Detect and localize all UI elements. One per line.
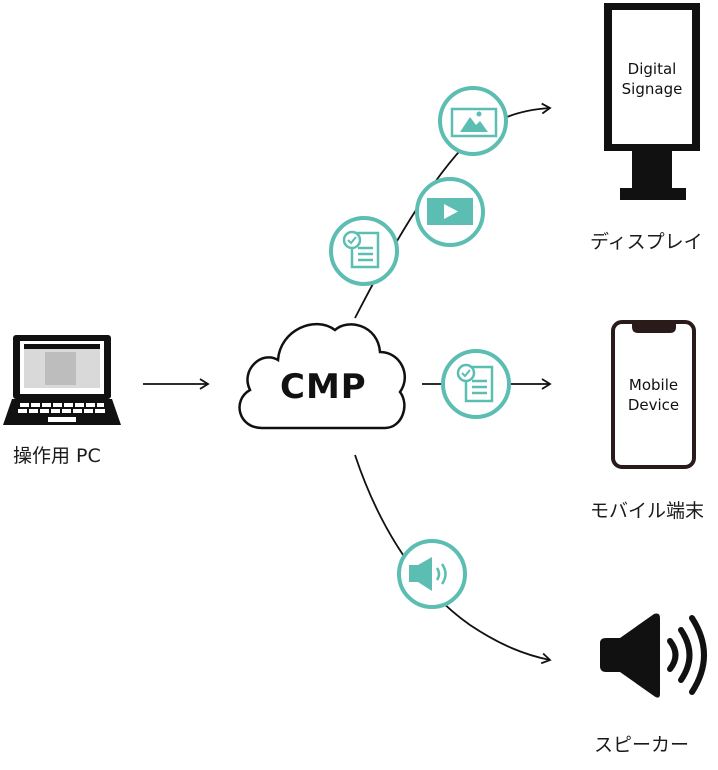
digital-signage-icon [604,3,700,200]
speaker-label: スピーカー [594,734,690,756]
badge-video-display [415,177,485,247]
speaker-icon [600,613,707,698]
badge-document-display [329,216,399,286]
video-play-icon [427,198,473,225]
mobile-label: モバイル端末 [590,500,705,522]
signage-line2: Signage [621,80,683,98]
mobile-inner-text: Mobile Device [613,375,694,415]
image-icon [450,107,498,138]
signage-inner-text: Digital Signage [612,59,692,99]
audio-icon [409,557,447,591]
pc-label: 操作用 PC [13,445,101,467]
document-check-icon [342,230,380,269]
signage-line1: Digital [627,60,677,78]
display-label: ディスプレイ [590,231,703,253]
badge-document-mobile [441,349,511,419]
badge-image-display [438,86,508,156]
mobile-line1: Mobile [628,376,679,394]
laptop-icon [3,335,121,425]
arrow-cmp-to-speaker [354,454,552,665]
smartphone-icon [611,320,696,469]
cmp-label: CMP [280,367,367,407]
mobile-line2: Device [627,396,680,414]
cloud-icon [238,322,406,430]
badge-audio-speaker [397,539,467,609]
document-check-icon [456,363,494,403]
